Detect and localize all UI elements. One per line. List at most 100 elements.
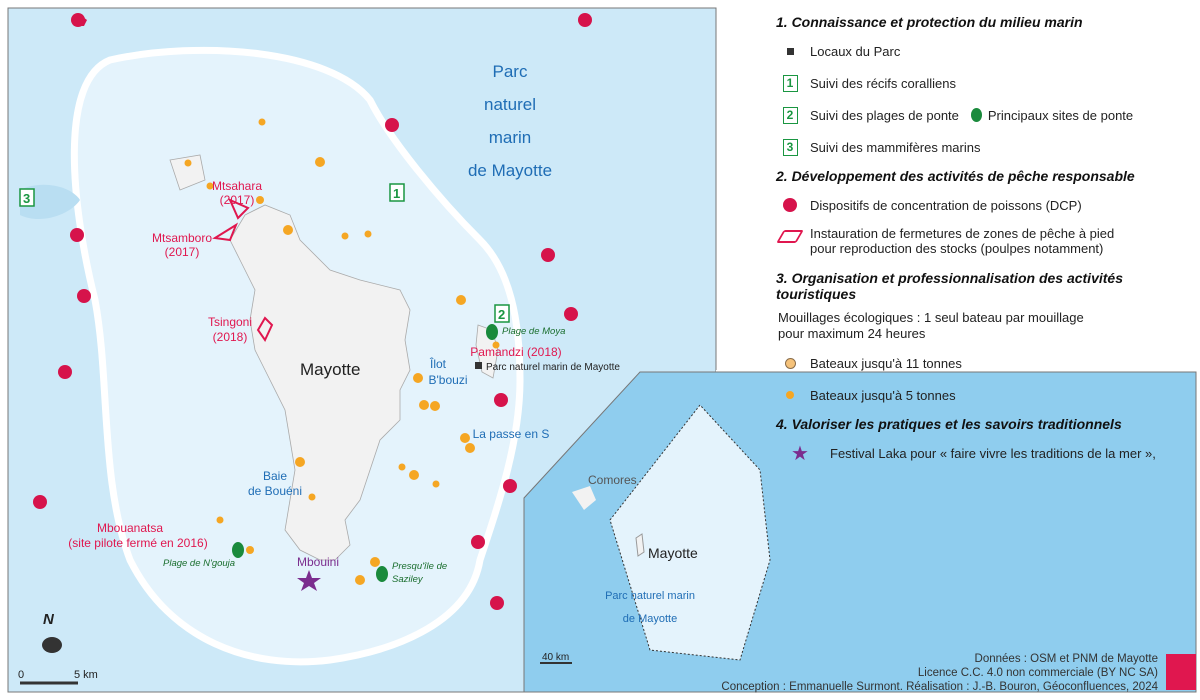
label-saziley-2: Saziley (392, 574, 424, 585)
dcp-icon (33, 495, 47, 509)
legend-nesting: Principaux sites de ponte (987, 107, 1134, 123)
scale-end: 5 km (74, 669, 98, 681)
legend-beaches: Suivi des plages de ponte (810, 107, 959, 123)
label-baie: Baie (263, 469, 287, 483)
credits: Données : OSM et PNM de Mayotte Licence … (721, 652, 1158, 694)
grande-terre (229, 204, 411, 561)
geoconfluences-logo (1166, 654, 1196, 690)
legend-boat-11t: Bateaux jusqu'à 11 tonnes (810, 355, 962, 371)
label-mbouanatsa: Mbouanatsa (97, 521, 163, 535)
credits-license: Licence C.C. 4.0 non commerciale (BY NC … (917, 667, 1158, 679)
number-3-icon: 3 (782, 138, 798, 156)
dcp-icon (471, 535, 485, 549)
label-park-office: Parc naturel marin de Mayotte (486, 362, 620, 373)
inset-park-1: Parc naturel marin (605, 590, 695, 602)
boat-markers (184, 118, 500, 585)
legend-boat-5t: Bateaux jusqu'à 5 tonnes (810, 387, 956, 403)
park-office-icon (475, 362, 482, 369)
festival-star-icon: ★ (791, 442, 809, 465)
nesting-site-moya (486, 324, 498, 340)
inset-park-2: de Mayotte (623, 613, 677, 625)
label-mtsamboro-year: (2017) (165, 245, 200, 259)
whale-icon (20, 184, 80, 220)
festival-star-icon (297, 570, 321, 591)
park-boundary (609, 404, 771, 661)
legend-mooring: Mouillages écologiques : 1 seul bateau p… (778, 310, 1084, 325)
map-title-2: naturel (484, 95, 536, 114)
inset-scale-label: 40 km (542, 652, 569, 663)
dcp-icon (783, 198, 797, 212)
number-2-icon: 2 (782, 106, 798, 124)
label-plage-ngouja: Plage de N'gouja (163, 558, 235, 569)
map-title-4: de Mayotte (468, 161, 552, 180)
reef-monitoring-number: 1 (393, 186, 400, 201)
legend-mammals: Suivi des mammifères marins (810, 139, 981, 155)
credits-authors: Conception : Emmanuelle Surmont. Réalisa… (721, 681, 1158, 693)
mtsamboro-islet (169, 154, 206, 191)
beach-monitoring-number: 2 (498, 307, 505, 322)
legend-mooring-2: pour maximum 24 heures (778, 326, 926, 341)
label-tsingoni-year: (2018) (213, 330, 248, 344)
boat-11t-icon (784, 357, 796, 369)
credits-data: Données : OSM et PNM de Mayotte (974, 653, 1158, 665)
closure-icon (776, 230, 804, 243)
legend-dcp: Dispositifs de concentration de poissons… (810, 197, 1082, 213)
label-mtsamboro: Mtsamboro (152, 231, 212, 245)
legend-section-3: 3. Organisation et professionnalisation … (776, 270, 1123, 302)
legend-reefs: Suivi des récifs coralliens (810, 75, 956, 91)
label-plage-moya: Plage de Moya (502, 326, 565, 337)
nesting-site-icon (970, 108, 982, 122)
island-label: Mayotte (300, 360, 360, 379)
dcp-icon (490, 596, 504, 610)
inset-mayotte (635, 533, 645, 557)
dcp-icon (494, 393, 508, 407)
legend-section-4: 4. Valoriser les pratiques et les savoir… (776, 416, 1122, 432)
dcp-icon (70, 228, 84, 242)
inset-label-mayotte: Mayotte (648, 545, 698, 561)
dcp-icon (578, 13, 592, 27)
label-bouzi: B'bouzi (429, 373, 468, 387)
legend: 1. Connaissance et protection du milieu … (770, 14, 1195, 474)
label-mtsahara-year: (2017) (220, 193, 255, 207)
dcp-markers (33, 13, 592, 610)
number-1-icon: 1 (782, 74, 798, 92)
label-passe: La passe en S (473, 427, 550, 441)
closure-mtsamboro (212, 222, 239, 242)
dcp-icon (77, 289, 91, 303)
nesting-site-ngouja (232, 542, 244, 558)
map-title-1: Parc (493, 62, 528, 81)
label-ilot: Îlot (429, 356, 447, 371)
label-mbouanatsa-note: (site pilote fermé en 2016) (68, 536, 207, 550)
map-title-3: marin (489, 128, 532, 147)
legend-section-2: 2. Développement des activités de pêche … (776, 168, 1135, 184)
legend-closure-2: pour reproduction des stocks (poulpes no… (810, 241, 1104, 256)
label-mtsahara: Mtsahara (212, 179, 262, 193)
legend-office: Locaux du Parc (810, 43, 901, 59)
inset-label-comores: Comores (588, 473, 637, 487)
label-saziley: Presqu'île de (392, 561, 447, 572)
label-pamandzi: Pamandzi (2018) (470, 345, 561, 359)
legend-closure: Instauration de fermetures de zones de p… (810, 226, 1115, 241)
dcp-icon (564, 307, 578, 321)
dcp-icon (541, 248, 555, 262)
north-arrow: N (43, 611, 55, 628)
label-mbouini: Mbouini (297, 555, 339, 569)
dcp-icon (58, 365, 72, 379)
turtle-icon (42, 637, 62, 653)
dcp-icon (385, 118, 399, 132)
legend-festival: Festival Laka pour « faire vivre les tra… (830, 445, 1156, 461)
dcp-icon (71, 13, 85, 27)
label-tsingoni: Tsingoni (208, 315, 252, 329)
legend-section-1: 1. Connaissance et protection du milieu … (776, 14, 1083, 30)
label-boueni: de Bouéni (248, 484, 302, 498)
boat-5t-icon (786, 391, 794, 399)
nesting-site-saziley (376, 566, 388, 582)
comores-island (572, 486, 596, 510)
closure-tsingoni (256, 316, 274, 342)
office-icon (786, 47, 794, 55)
mammal-monitoring-number: 3 (23, 191, 30, 206)
closure-mtsahara (228, 198, 250, 220)
scale-start: 0 (18, 669, 24, 681)
dcp-icon (503, 479, 517, 493)
